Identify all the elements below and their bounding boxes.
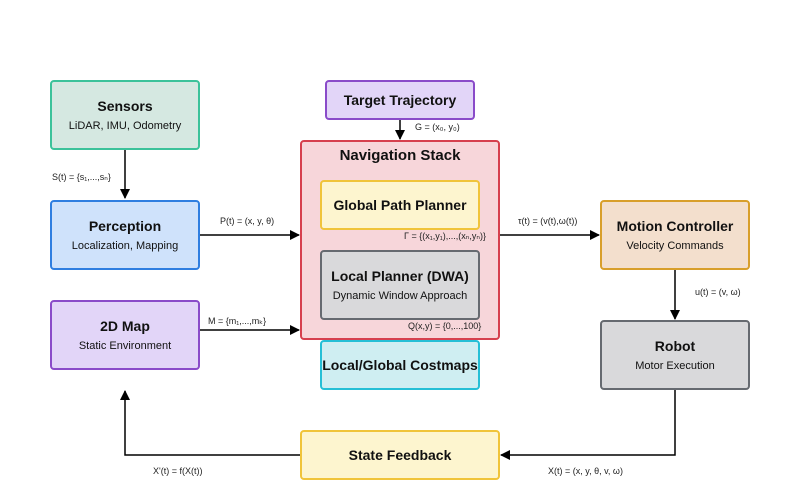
label-control-input: u(t) = (v, ω) <box>695 287 741 297</box>
label-velocity-command: τ(t) = (v(t),ω(t)) <box>518 216 578 226</box>
local-planner-node: Local Planner (DWA) Dynamic Window Appro… <box>320 250 480 320</box>
edge-robot-feedback <box>500 390 676 460</box>
local-planner-subtitle: Dynamic Window Approach <box>332 290 468 302</box>
sensors-subtitle: LiDAR, IMU, Odometry <box>68 120 182 132</box>
motion-controller-title: Motion Controller <box>616 218 734 234</box>
map2d-subtitle: Static Environment <box>78 340 172 352</box>
perception-subtitle: Localization, Mapping <box>71 240 179 252</box>
map2d-title: 2D Map <box>100 318 150 334</box>
robot-title: Robot <box>654 338 696 354</box>
local-planner-title: Local Planner (DWA) <box>331 268 469 284</box>
label-map: M = {m₁,...,mₖ} <box>208 316 267 326</box>
edge-feedback-map <box>120 390 300 456</box>
label-sensor-data: S(t) = {s₁,...,sₙ} <box>52 172 111 182</box>
motion-controller-subtitle: Velocity Commands <box>626 240 724 252</box>
map2d-node: 2D Map Static Environment <box>50 300 200 370</box>
target-trajectory-title: Target Trajectory <box>343 92 457 108</box>
navigation-stack-title: Navigation Stack <box>339 147 461 164</box>
robot-subtitle: Motor Execution <box>635 360 715 372</box>
motion-controller-node: Motion Controller Velocity Commands <box>600 200 750 270</box>
label-pose: P(t) = (x, y, θ) <box>220 216 275 226</box>
label-global-path: Γ = {(x₁,y₁),...,(xₙ,yₙ)} <box>404 231 486 241</box>
costmaps-title: Local/Global Costmaps <box>322 357 478 373</box>
global-path-planner-title: Global Path Planner <box>333 197 467 213</box>
global-path-planner-node: Global Path Planner <box>320 180 480 230</box>
costmaps-node: Local/Global Costmaps <box>320 340 480 390</box>
target-trajectory-node: Target Trajectory <box>325 80 475 120</box>
sensors-title: Sensors <box>97 98 153 114</box>
sensors-node: Sensors LiDAR, IMU, Odometry <box>50 80 200 150</box>
state-feedback-node: State Feedback <box>300 430 500 480</box>
label-costmap: Q(x,y) = {0,...,100} <box>408 321 482 331</box>
state-feedback-title: State Feedback <box>348 447 452 463</box>
perception-title: Perception <box>88 218 162 234</box>
label-state: X(t) = (x, y, θ, v, ω) <box>548 466 623 476</box>
label-goal: G = (x₀, y₀) <box>415 122 460 132</box>
robot-node: Robot Motor Execution <box>600 320 750 390</box>
perception-node: Perception Localization, Mapping <box>50 200 200 270</box>
label-state-derivative: X'(t) = f(X(t)) <box>153 466 203 476</box>
